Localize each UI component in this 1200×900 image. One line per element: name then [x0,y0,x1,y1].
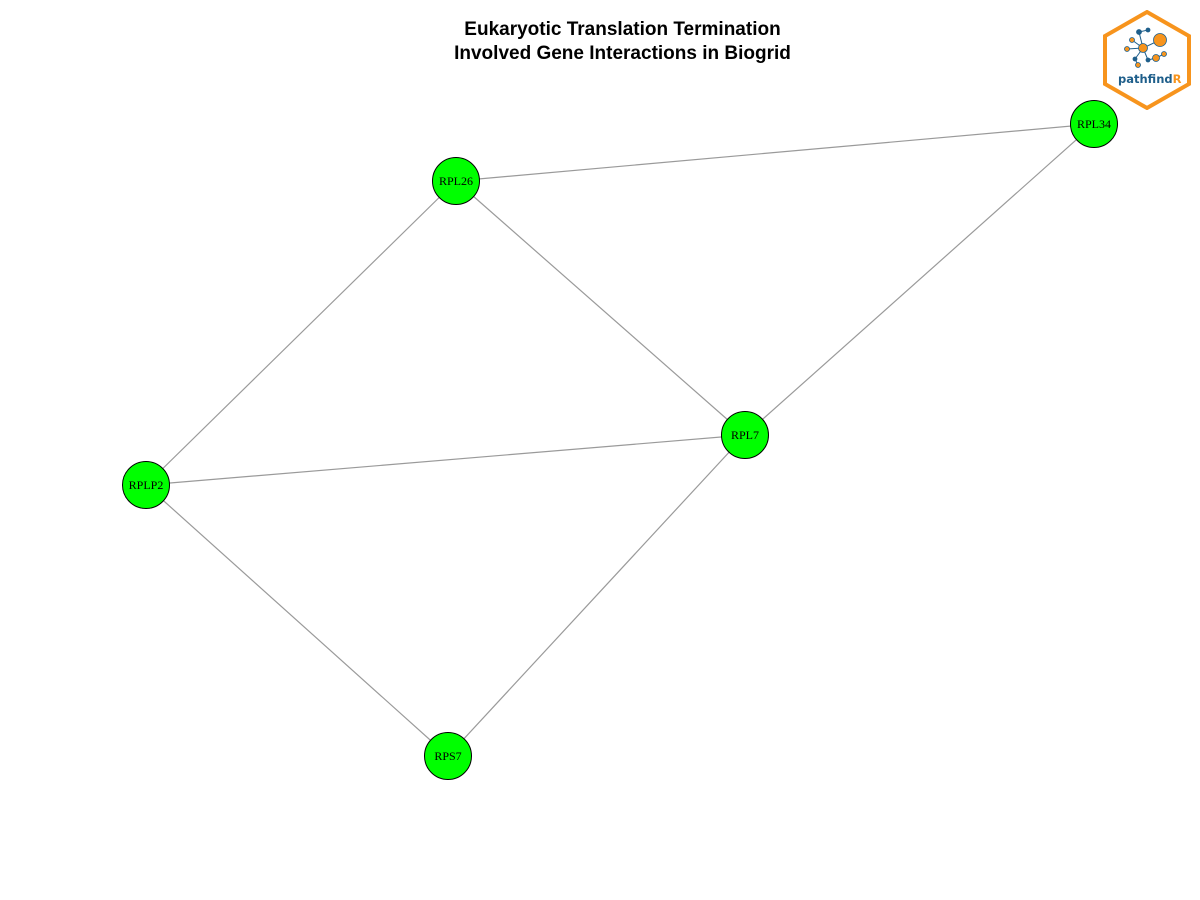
node-label: RPLP2 [129,478,164,492]
edge-rpl34-rpl7 [744,123,1095,436]
node-circle [1070,100,1118,148]
node-circle [122,461,170,509]
node-label: RPL26 [439,174,473,188]
edge-rplp2-rpl7 [145,434,746,486]
logo-network-nodes [1124,27,1167,68]
pathfindr-logo-icon: pathfindR [1103,10,1191,110]
node-label: RPL34 [1077,117,1111,131]
edge-rpl26-rpl34 [455,123,1095,182]
edge-rpl26-rplp2 [145,180,457,486]
node-rpl26[interactable]: RPL26 [432,157,480,205]
edge-layer [145,123,1095,757]
node-circle [424,732,472,780]
title-line-1: Eukaryotic Translation Termination [464,19,781,40]
logo-wordmark: pathfindR [1118,72,1182,86]
node-circle [432,157,480,205]
node-label: RPS7 [434,749,461,763]
node-circle [721,411,769,459]
node-rpl7[interactable]: RPL7 [721,411,769,459]
node-label: RPL7 [731,428,759,442]
page-title: Eukaryotic Translation Termination Invol… [0,18,1200,66]
edge-rpl26-rpl7 [455,180,746,436]
edge-rplp2-rps7 [145,484,449,757]
node-rplp2[interactable]: RPLP2 [122,461,170,509]
logo-word-accent: R [1173,72,1182,86]
node-rps7[interactable]: RPS7 [424,732,472,780]
title-line-2: Involved Gene Interactions in Biogrid [454,43,791,64]
edge-rps7-rpl7 [447,434,746,757]
node-rpl34[interactable]: RPL34 [1070,100,1118,148]
logo-word-main: pathfind [1118,72,1173,86]
